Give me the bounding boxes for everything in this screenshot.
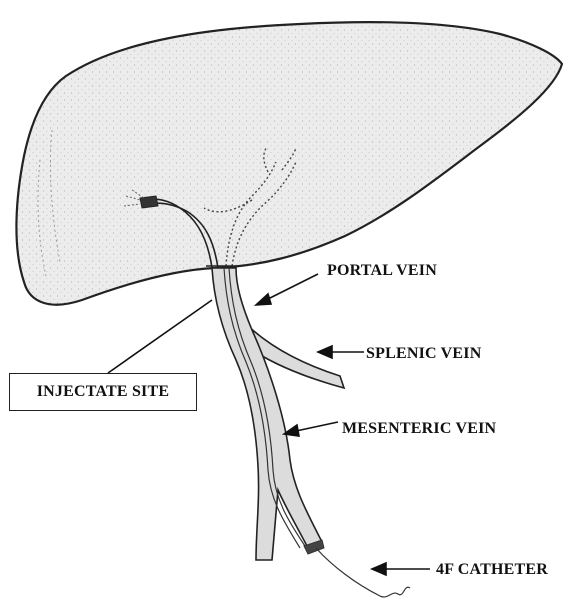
injectate-site-label: INJECTATE SITE [9, 373, 197, 411]
catheter-label: 4F CATHETER [436, 561, 548, 579]
portal-vein-label: PORTAL VEIN [327, 262, 437, 280]
splenic-vein-label: SPLENIC VEIN [366, 345, 481, 363]
liver-shape [16, 22, 562, 305]
portal-venous-system [206, 266, 344, 560]
injectate-site-text: INJECTATE SITE [37, 383, 169, 401]
mesenteric-vein-label: MESENTERIC VEIN [342, 420, 496, 438]
portal-mesenteric-trunk [212, 268, 322, 560]
